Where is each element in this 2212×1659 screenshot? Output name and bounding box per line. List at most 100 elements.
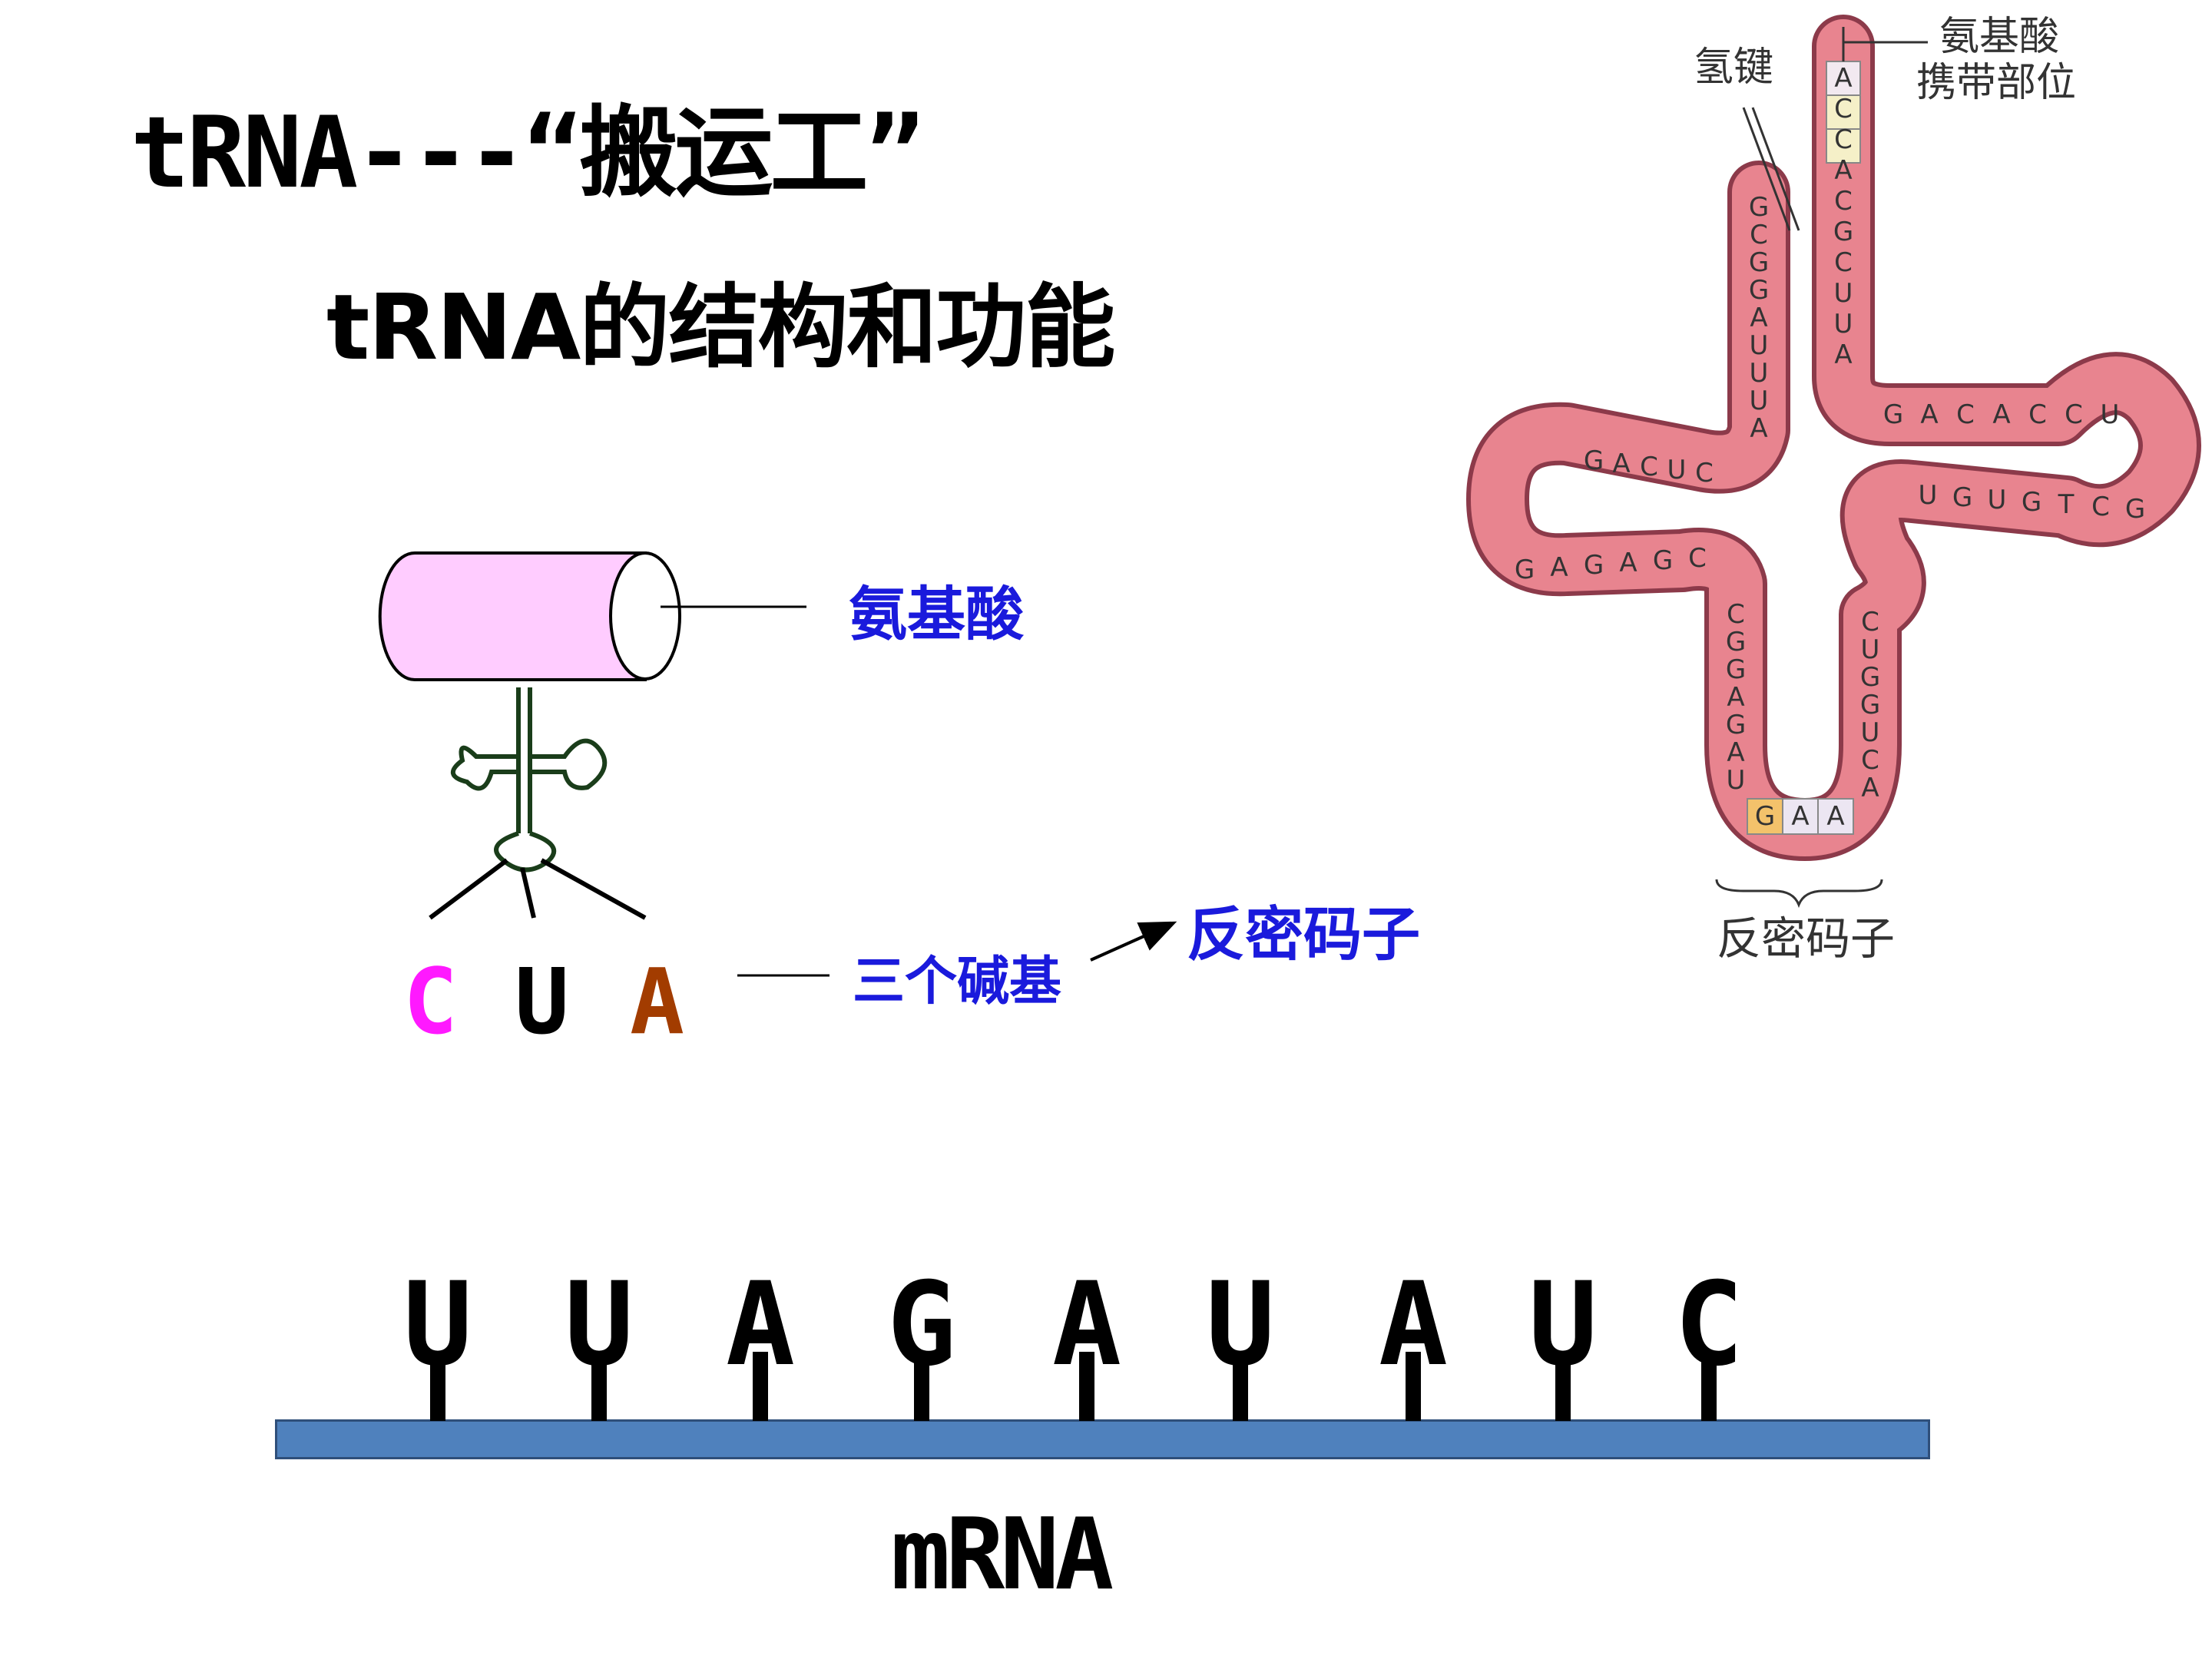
nucleotide-letter: G [2125, 494, 2145, 525]
mrna-label: mRNA [891, 1498, 1114, 1612]
nucleotide-letter: G [1726, 654, 1746, 685]
nucleotide-letter: A [1750, 413, 1767, 444]
mrna-base: U [402, 1258, 473, 1392]
nucleotide-letter: G [1883, 399, 1903, 430]
page-subtitle: tRNA的结构和功能 [326, 274, 1115, 380]
nucleotide-letter: C [1861, 745, 1879, 776]
nucleotide-letter: U [1861, 634, 1880, 665]
amino-acid-cylinder [378, 551, 681, 681]
nucleotide-letter: G [1726, 627, 1746, 657]
nucleotide-letter: U [1861, 717, 1880, 748]
nucleotide-letter: G [1952, 482, 1972, 513]
anticodon-highlight [1747, 798, 1854, 835]
mrna-base: A [1378, 1258, 1449, 1392]
acceptor-end [1826, 61, 1861, 164]
nucleotide-letter: C [1688, 543, 1707, 574]
nucleotide-letter: G [1749, 275, 1769, 306]
nucleotide-letter: G [1860, 662, 1880, 693]
amino-acid-leader-line [661, 605, 806, 608]
mrna-base: U [564, 1258, 634, 1392]
trna-backbone [1466, 15, 2201, 861]
nucleotide-letter: C [1750, 220, 1768, 250]
bases-leader-line [737, 974, 830, 977]
mrna-pegs [430, 1352, 1717, 1421]
nucleotide-letter: U [1919, 480, 1938, 511]
anticodon-label: 反密码子 [1187, 900, 1420, 969]
nucleotide-letter: G [1749, 192, 1769, 223]
nucleotide-letter: C [1727, 599, 1745, 630]
trna-schematic [378, 551, 681, 920]
trna-cloverleaf-icon [451, 687, 608, 873]
mrna-base: A [1051, 1258, 1122, 1392]
nucleotide-letter: U [1750, 358, 1769, 389]
hydrogen-bond-pointer [1742, 107, 1800, 231]
nucleotide-letter: G [1584, 550, 1604, 581]
nucleotide-letter: A [1834, 155, 1852, 186]
nucleotide-letter: A [1861, 773, 1879, 803]
nucleotide-letter: C [1834, 247, 1853, 278]
base-c: C [403, 949, 459, 1055]
nucleotide-letter: G [1833, 217, 1853, 247]
nucleotide-letter: C [1834, 186, 1853, 217]
nucleotide-letter: C [1834, 94, 1853, 124]
nucleotide-letter: U [1750, 330, 1769, 361]
nucleotide-letter: A [1834, 63, 1852, 94]
nucleotide-letter: G [1653, 545, 1673, 576]
nucleotide-letter: G [1515, 555, 1535, 585]
nucleotide-letter: A [1992, 399, 2010, 430]
anticodon-arrow [1090, 921, 1177, 962]
anticodon-brace [1715, 879, 1883, 909]
nucleotide-letter: A [1750, 303, 1767, 333]
nucleotide-letter: G [2022, 487, 2041, 518]
nucleotide-letter: C [2065, 399, 2083, 430]
nucleotide-letter: G [1749, 247, 1769, 278]
nucleotide-letter: U [1750, 386, 1769, 416]
nucleotide-letter: G [1860, 690, 1880, 720]
nucleotide-letter: U [1667, 455, 1687, 485]
anticodon-legs [429, 858, 647, 920]
nucleotide-letter: A [1550, 552, 1568, 583]
mrna-base: U [1205, 1258, 1276, 1392]
nucleotide-letter: T [2058, 489, 2075, 520]
nucleotide-letter: A [1612, 449, 1630, 479]
nucleotide-letter: U [1727, 765, 1746, 796]
nucleotide-letter: G [1726, 710, 1746, 740]
nucleotide-letter: C [1640, 452, 1658, 482]
hydrogen-bond-label: 氢键 [1694, 45, 1774, 91]
nucleotide-letter: C [1956, 399, 1975, 430]
nucleotide-letter: A [1727, 737, 1744, 768]
amino-acid-label: 氨基酸 [849, 580, 1024, 648]
mrna-base: C [1674, 1258, 1744, 1392]
nucleotide-letter: A [1791, 801, 1809, 832]
nucleotide-letter: C [1695, 458, 1714, 488]
nucleotide-letter: C [2091, 492, 2110, 522]
base-u: U [515, 949, 570, 1055]
mrna-base: A [725, 1258, 796, 1392]
nucleotide-letter: U [1834, 278, 1853, 309]
mrna-base: G [886, 1258, 957, 1392]
nucleotide-letter: A [1920, 399, 1938, 430]
base-a: A [630, 949, 685, 1055]
nucleotide-letter: U [2101, 399, 2120, 430]
figure-anticodon-label: 反密码子 [1717, 912, 1896, 965]
attach-site-label-line2: 携带部位 [1916, 60, 2077, 106]
nucleotide-letter: A [1727, 682, 1744, 713]
attach-site-label-line1: 氨基酸 [1939, 14, 2060, 60]
page-title: tRNA---“搬运工” [131, 96, 925, 210]
nucleotide-letter: A [1619, 548, 1637, 578]
mrna-base: U [1528, 1258, 1598, 1392]
mrna-strand [275, 1419, 1930, 1459]
nucleotide-letter: C [1834, 124, 1853, 155]
nucleotide-letter: G [1755, 801, 1775, 832]
nucleotide-letter: A [1834, 339, 1852, 370]
attach-site-pointer [1842, 27, 1928, 61]
nucleotide-letter: C [1861, 607, 1879, 637]
nucleotide-letter: C [2028, 399, 2047, 430]
nucleotide-letter: G [1584, 445, 1604, 476]
nucleotide-letter: A [1826, 801, 1844, 832]
nucleotide-letter: U [1834, 309, 1853, 339]
nucleotide-letter: U [1988, 485, 2007, 515]
three-bases-label: 三个碱基 [853, 952, 1062, 1012]
